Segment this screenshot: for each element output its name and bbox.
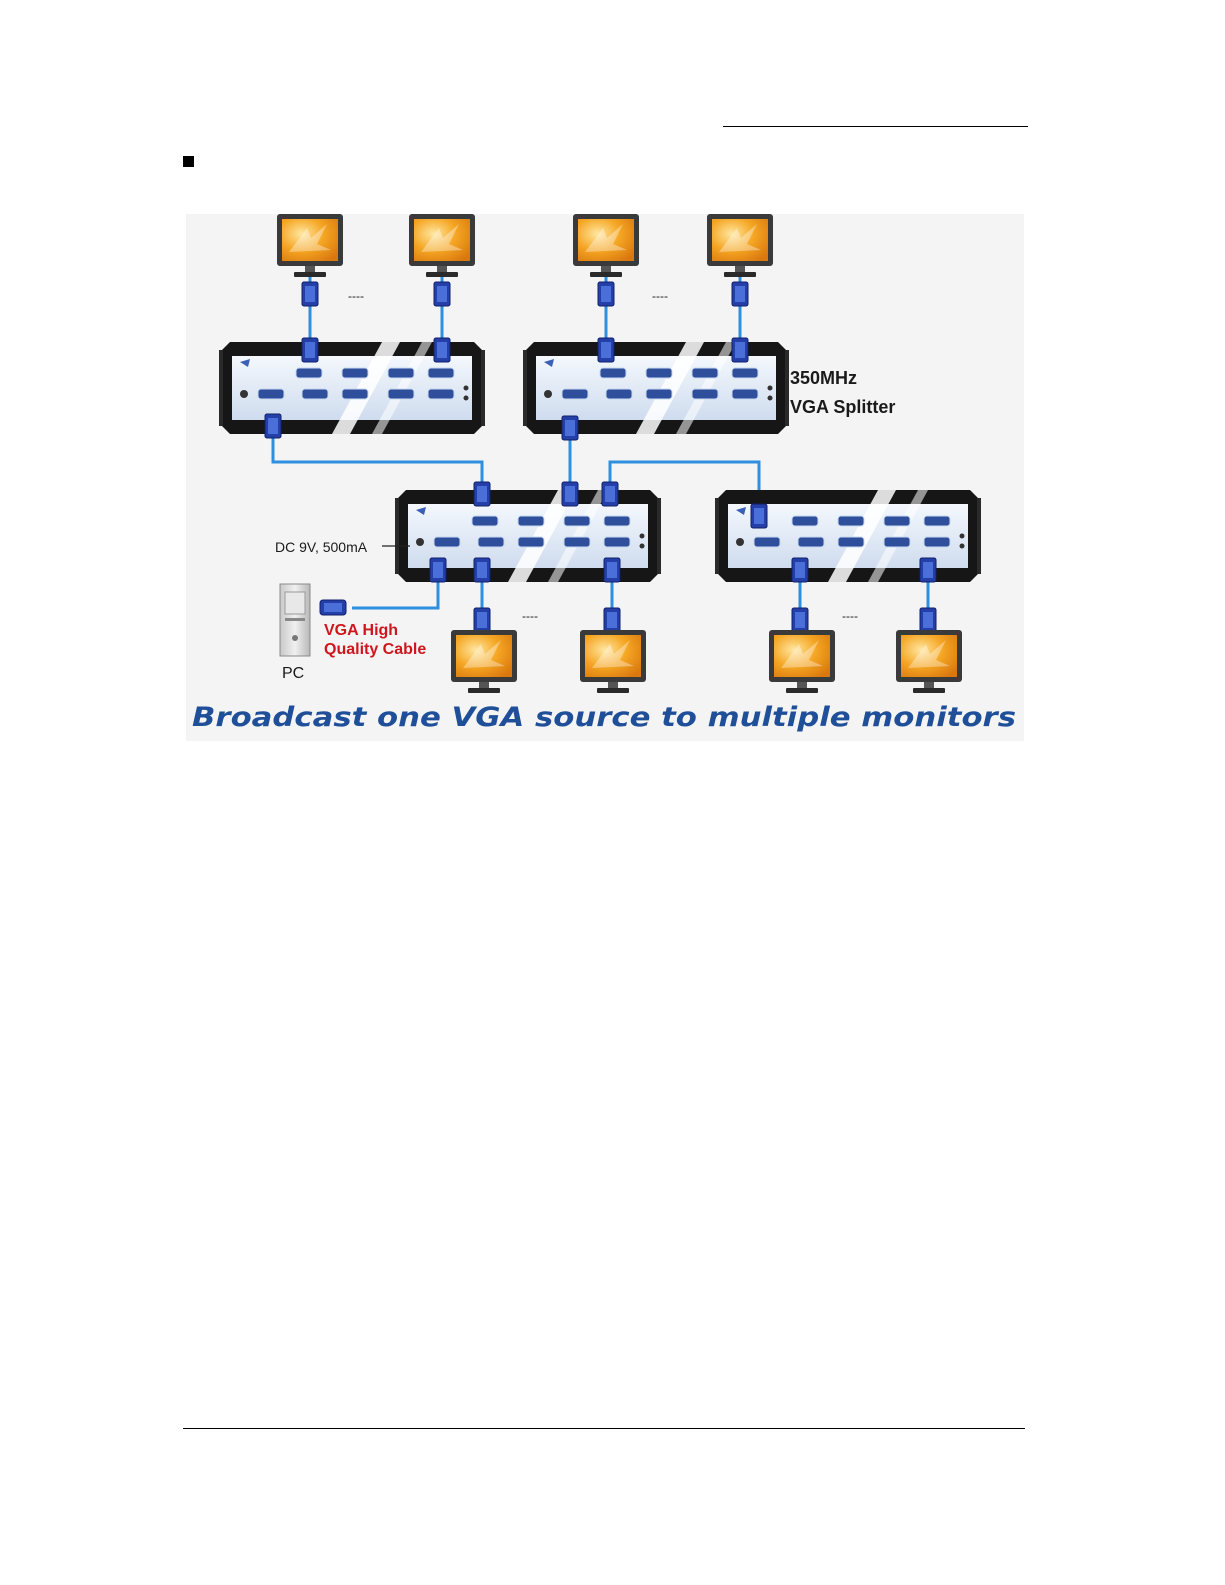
vga-plug-icon: [598, 338, 614, 362]
vga-plug-icon: [604, 608, 620, 632]
vga-plug-icon: [920, 558, 936, 582]
header-rule: [723, 126, 1028, 127]
footer-rule: [183, 1428, 1025, 1429]
vga-splitter-diagram: ---- ---- 350MHz VGA Splitter DC 9V, 500…: [186, 214, 1024, 741]
device-label-line1: 350MHz: [790, 368, 857, 388]
vga-plug-icon: [598, 282, 614, 306]
cable-label-line2: Quality Cable: [324, 641, 426, 658]
vga-plug-icon: [474, 482, 490, 506]
ellipsis-label: ----: [348, 289, 364, 303]
vga-plug-icon: [792, 608, 808, 632]
vga-plug-icon: [474, 608, 490, 632]
ellipsis-label: ----: [842, 609, 858, 623]
vga-plug-icon: [602, 482, 618, 506]
vga-plug-icon: [562, 482, 578, 506]
vga-plug-icon: [474, 558, 490, 582]
square-bullet-icon: [183, 156, 194, 167]
vga-plug-icon: [302, 282, 318, 306]
vga-plug-icon: [604, 558, 620, 582]
pc-label: PC: [282, 665, 304, 682]
vga-plug-icon: [265, 414, 281, 438]
pc-tower-icon: [280, 584, 310, 656]
vga-plug-icon: [430, 558, 446, 582]
vga-plug-icon: [562, 416, 578, 440]
diagram-banner: Broadcast one VGA source to multiple mon…: [192, 702, 1016, 733]
device-label-line2: VGA Splitter: [790, 397, 895, 417]
vga-plug-icon: [792, 558, 808, 582]
ellipsis-label: ----: [652, 289, 668, 303]
vga-plug-icon: [434, 338, 450, 362]
vga-plug-icon: [434, 282, 450, 306]
vga-plug-icon: [751, 504, 767, 528]
vga-plug-icon: [920, 608, 936, 632]
ellipsis-label: ----: [522, 609, 538, 623]
vga-cable-plug-icon: [320, 600, 346, 615]
vga-plug-icon: [732, 282, 748, 306]
vga-plug-icon: [302, 338, 318, 362]
vga-plug-icon: [732, 338, 748, 362]
power-label: DC 9V, 500mA: [275, 539, 368, 555]
cable-label-line1: VGA High: [324, 622, 398, 639]
